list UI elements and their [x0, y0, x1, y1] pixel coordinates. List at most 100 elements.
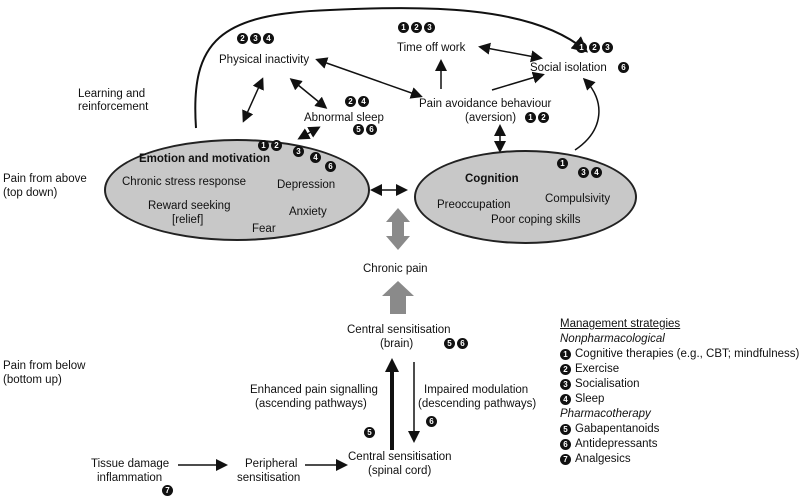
- emotion-title: Emotion and motivation: [139, 153, 270, 165]
- chronic-pain-label: Chronic pain: [363, 263, 428, 275]
- cognition-badges-1: 1: [557, 158, 568, 169]
- sleep-emotion-arrow: [297, 126, 321, 140]
- legend-item: 5 Gabapentanoids: [560, 422, 799, 437]
- pain-from-below-1: Pain from below: [3, 360, 86, 372]
- legend-item-label: Exercise: [575, 363, 620, 375]
- strategy-badge-3: 3: [560, 379, 571, 390]
- strategy-badge-2: 2: [411, 22, 422, 33]
- learning-label-2: reinforcement: [78, 101, 149, 113]
- impaired-label-1: Impaired modulation: [424, 384, 529, 396]
- cognition-item-preoccupation: Preoccupation: [437, 199, 511, 211]
- pain-avoidance-label-1: Pain avoidance behaviour: [419, 98, 552, 110]
- impaired-badges: 6: [426, 416, 437, 427]
- emotion-item-relief: [relief]: [172, 214, 204, 226]
- strategy-badge-6: 6: [366, 124, 377, 135]
- social-isolation-badges-2: 6: [618, 62, 629, 73]
- emotion-item-fear: Fear: [252, 223, 276, 235]
- tissue-label-1: Tissue damage: [91, 458, 170, 470]
- strategy-badge-6: 6: [618, 62, 629, 73]
- strategy-badge-7: 7: [162, 485, 173, 496]
- emotion-item-depression: Depression: [277, 179, 336, 191]
- pain-from-below-2: (bottom up): [3, 374, 62, 386]
- strategy-badge-2: 2: [589, 42, 600, 53]
- central-spinal-label-2: (spinal cord): [368, 465, 432, 477]
- legend-item-label: Analgesics: [575, 453, 631, 465]
- strategy-badge-2: 2: [237, 33, 248, 44]
- central-brain-label-2: (brain): [380, 338, 414, 350]
- enhanced-label-2: (ascending pathways): [255, 398, 367, 410]
- strategy-badge-1: 1: [525, 112, 536, 123]
- cognition-item-coping: Poor coping skills: [491, 214, 581, 226]
- strategy-badge-6: 6: [457, 338, 468, 349]
- strategy-badge-5: 5: [364, 427, 375, 438]
- strategy-badge-1: 1: [560, 349, 571, 360]
- strategy-badge-1: 1: [576, 42, 587, 53]
- strategy-badge-6: 6: [426, 416, 437, 427]
- timeoff-isolation-arrow: [478, 42, 543, 63]
- physical-inactivity-label: Physical inactivity: [219, 54, 310, 66]
- strategy-badge-2: 2: [560, 364, 571, 375]
- legend-item-label: Socialisation: [575, 378, 640, 390]
- time-off-work-label: Time off work: [397, 42, 466, 54]
- strategy-badge-3: 3: [293, 146, 304, 157]
- pain-from-above-1: Pain from above: [3, 173, 87, 185]
- legend-pharm-list: 5 Gabapentanoids 6 Antidepressants 7 Analgesi…: [560, 422, 799, 467]
- legend-item-label: Antidepressants: [575, 438, 658, 450]
- emotion-badges-3: 4: [310, 152, 321, 163]
- learning-loop-arrow: [194, 7, 589, 129]
- legend-item: 2 Exercise: [560, 362, 799, 377]
- strategy-badge-5: 5: [560, 424, 571, 435]
- legend-item: 7 Analgesics: [560, 452, 799, 467]
- strategy-badge-4: 4: [591, 167, 602, 178]
- strategy-badge-6: 6: [325, 161, 336, 172]
- inactivity-sleep-arrow: [289, 78, 328, 109]
- strategy-badge-4: 4: [263, 33, 274, 44]
- abnormal-sleep-label: Abnormal sleep: [304, 112, 384, 124]
- cognition-item-compulsivity: Compulsivity: [545, 193, 611, 205]
- emotion-item-stress: Chronic stress response: [122, 176, 246, 188]
- strategy-badge-6: 6: [560, 439, 571, 450]
- strategy-badge-1: 1: [258, 140, 269, 151]
- strategy-badge-7: 7: [560, 454, 571, 465]
- pain-from-above-2: (top down): [3, 187, 58, 199]
- peripheral-label-2: sensitisation: [237, 472, 301, 484]
- strategy-badge-2: 2: [271, 140, 282, 151]
- strategy-badge-3: 3: [250, 33, 261, 44]
- legend-item-label: Cognitive therapies (e.g., CBT; mindfuln…: [575, 348, 800, 360]
- legend-item: 1 Cognitive therapies (e.g., CBT; mindful…: [560, 347, 799, 362]
- peripheral-label-1: Peripheral: [245, 458, 298, 470]
- strategy-badge-1: 1: [557, 158, 568, 169]
- cognition-title: Cognition: [465, 173, 519, 185]
- bottom-up-grey-arrow: [382, 281, 414, 314]
- enhanced-badges: 5: [364, 427, 375, 438]
- social-isolation-label: Social isolation: [530, 62, 607, 74]
- strategy-badge-5: 5: [353, 124, 364, 135]
- strategy-badge-3: 3: [424, 22, 435, 33]
- emotion-item-reward: Reward seeking: [148, 200, 231, 212]
- strategy-badge-2: 2: [538, 112, 549, 123]
- legend-nonpharm-list: 1 Cognitive therapies (e.g., CBT; mindful…: [560, 347, 799, 407]
- emotion-item-anxiety: Anxiety: [289, 206, 327, 218]
- legend-item-label: Gabapentanoids: [575, 423, 660, 435]
- avoidance-isolation-arrow: [491, 71, 545, 91]
- learning-label-1: Learning and: [78, 88, 146, 100]
- emotion-ellipse: [104, 139, 370, 241]
- legend-pharm-heading: Pharmacotherapy: [560, 408, 651, 420]
- tissue-label-2: inflammation: [97, 472, 163, 484]
- strategy-badge-1: 1: [398, 22, 409, 33]
- cognition-ellipse: [414, 150, 637, 244]
- strategy-badge-4: 4: [310, 152, 321, 163]
- legend-nonpharm-heading: Nonpharmacological: [560, 333, 665, 345]
- pain-avoidance-label-2: (aversion): [465, 112, 517, 124]
- enhanced-label-1: Enhanced pain signalling: [250, 384, 378, 396]
